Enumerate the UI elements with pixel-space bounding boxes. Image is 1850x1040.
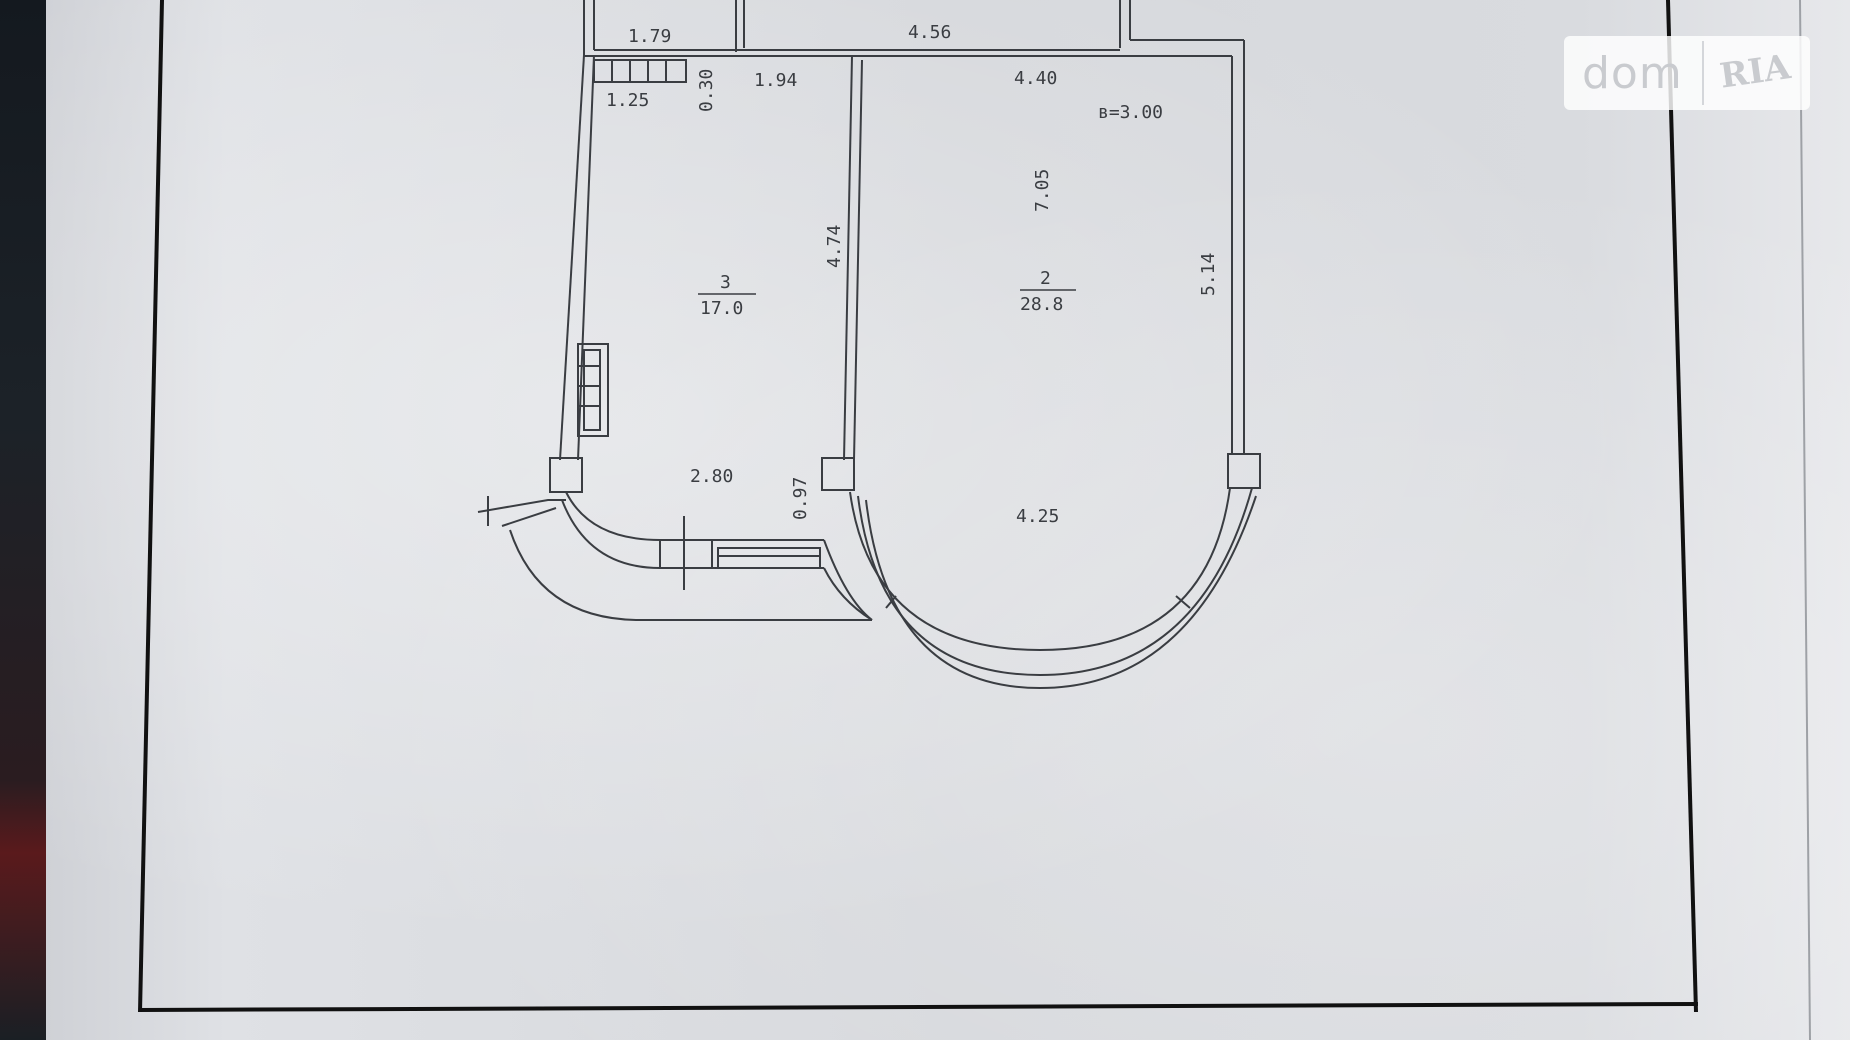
watermark-brand: dom bbox=[1582, 47, 1683, 99]
entry-marker bbox=[477, 499, 566, 513]
paper-edge bbox=[1799, 0, 1811, 1040]
radiator-left bbox=[577, 343, 609, 437]
dimension-label: 5.14 bbox=[1198, 253, 1219, 296]
pillar-left bbox=[549, 457, 583, 493]
ceiling-height-label: в=3.00 bbox=[1098, 102, 1163, 123]
page-frame bbox=[138, 0, 1699, 1013]
paper-sheet bbox=[46, 0, 1850, 1040]
window-sill bbox=[717, 547, 821, 569]
wall-left-outer bbox=[559, 54, 585, 461]
room-area: 28.8 bbox=[1020, 294, 1063, 315]
frame-left-line bbox=[138, 0, 164, 1013]
watermark-separator bbox=[1702, 41, 1704, 105]
dimension-label: 1.79 bbox=[628, 26, 671, 47]
watermark-logo: dom RIA bbox=[1564, 36, 1810, 110]
dimension-label: 4.74 bbox=[824, 225, 845, 268]
dimension-label: 1.94 bbox=[754, 70, 797, 91]
dimension-label: 4.40 bbox=[1014, 68, 1057, 89]
wall-partition bbox=[843, 55, 853, 461]
dimension-label: 1.25 bbox=[606, 90, 649, 111]
dimension-label: 4.56 bbox=[908, 22, 951, 43]
room-number: 3 bbox=[720, 272, 731, 293]
dimension-label: 0.30 bbox=[696, 69, 717, 112]
loggia-inner bbox=[565, 491, 824, 541]
frame-bottom-line bbox=[139, 1002, 1699, 1012]
bay-window-outer bbox=[857, 487, 1253, 677]
dimension-label: 4.25 bbox=[1016, 506, 1059, 527]
dimension-label: 2.80 bbox=[690, 466, 733, 487]
room-area: 17.0 bbox=[700, 298, 743, 319]
radiator-top bbox=[593, 59, 687, 83]
room-number: 2 bbox=[1040, 268, 1051, 289]
dimension-label: 7.05 bbox=[1032, 169, 1053, 212]
dimension-label: 0.97 bbox=[790, 477, 811, 520]
frame-right-line bbox=[1666, 0, 1698, 1013]
walls bbox=[477, 0, 1261, 690]
pillar-mid bbox=[821, 457, 855, 491]
loggia-outer bbox=[509, 529, 872, 621]
pillar-right bbox=[1227, 453, 1261, 489]
watermark-sub: RIA bbox=[1717, 47, 1793, 97]
plan-labels: 1.79 4.56 1.94 4.40 1.25 0.30 в=3.00 7.0… bbox=[606, 22, 1219, 527]
